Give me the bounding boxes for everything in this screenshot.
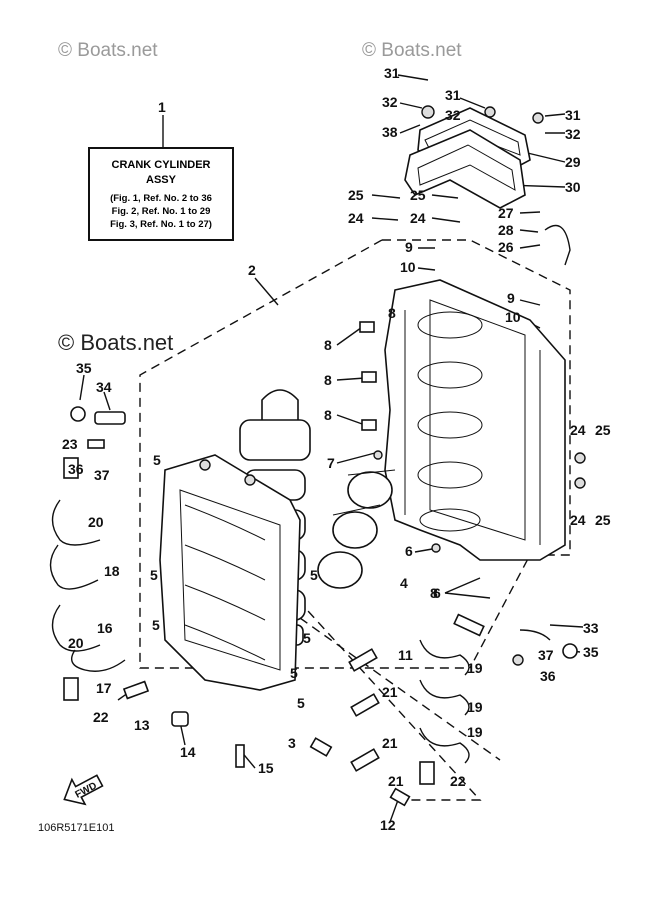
callout-31: 31 bbox=[445, 87, 461, 103]
callout-27: 27 bbox=[498, 205, 514, 221]
forward-label: FWD bbox=[74, 780, 99, 800]
crankcase bbox=[159, 454, 301, 691]
callout-5: 5 bbox=[290, 665, 298, 681]
callout-31: 31 bbox=[384, 65, 400, 81]
callout-7: 7 bbox=[327, 455, 335, 471]
callout-21: 21 bbox=[388, 773, 404, 789]
callout-25: 25 bbox=[410, 187, 426, 203]
callout-25: 25 bbox=[595, 422, 611, 438]
cylinder-block bbox=[384, 279, 566, 561]
callout-35: 35 bbox=[583, 644, 599, 660]
callout-30: 30 bbox=[565, 179, 581, 195]
assembly-subtitle: ASSY bbox=[146, 174, 176, 186]
callout-25: 25 bbox=[595, 512, 611, 528]
callout-4: 4 bbox=[400, 575, 408, 591]
assembly-refs: (Fig. 1, Ref. No. 2 to 36 Fig. 2, Ref. N… bbox=[90, 192, 232, 231]
callout-25: 25 bbox=[348, 187, 364, 203]
callout-5: 5 bbox=[153, 452, 161, 468]
callout-8: 8 bbox=[324, 407, 332, 423]
callout-24: 24 bbox=[348, 210, 364, 226]
callout-20: 20 bbox=[88, 514, 104, 530]
callout-26: 26 bbox=[498, 239, 514, 255]
callout-9: 9 bbox=[405, 239, 413, 255]
cylinder-head-cover bbox=[404, 105, 544, 209]
callout-33: 33 bbox=[583, 620, 599, 636]
callout-36: 36 bbox=[540, 668, 556, 684]
callout-35: 35 bbox=[76, 360, 92, 376]
callout-38: 38 bbox=[382, 124, 398, 140]
callout-24: 24 bbox=[570, 512, 586, 528]
callout-5: 5 bbox=[297, 695, 305, 711]
callout-6: 6 bbox=[433, 585, 441, 601]
callout-15: 15 bbox=[258, 760, 274, 776]
callout-5: 5 bbox=[310, 567, 318, 583]
callout-32: 32 bbox=[565, 126, 581, 142]
cylinder-sleeves bbox=[317, 469, 396, 589]
callout-1: 1 bbox=[158, 99, 166, 115]
callout-21: 21 bbox=[382, 735, 398, 751]
callout-17: 17 bbox=[96, 680, 112, 696]
callout-24: 24 bbox=[570, 422, 586, 438]
callout-37: 37 bbox=[94, 467, 110, 483]
callout-23: 23 bbox=[62, 436, 78, 452]
assembly-title: CRANK CYLINDER bbox=[111, 159, 211, 171]
callout-31: 31 bbox=[565, 107, 581, 123]
callout-34: 34 bbox=[96, 379, 112, 395]
callout-22: 22 bbox=[93, 709, 109, 725]
callout-11: 11 bbox=[398, 647, 413, 663]
callout-18: 18 bbox=[104, 563, 120, 579]
callout-12: 12 bbox=[380, 817, 396, 833]
assembly-info-box: CRANK CYLINDER ASSY (Fig. 1, Ref. No. 2 … bbox=[88, 147, 234, 241]
callout-14: 14 bbox=[180, 744, 196, 760]
callout-16: 16 bbox=[97, 620, 113, 636]
callout-8: 8 bbox=[324, 372, 332, 388]
callout-36: 36 bbox=[68, 461, 84, 477]
hoses-and-fittings bbox=[49, 224, 586, 807]
watermark-top-right: © Boats.net bbox=[362, 40, 462, 61]
watermark-top-left: © Boats.net bbox=[58, 40, 158, 61]
assembly-ref-line: (Fig. 1, Ref. No. 2 to 36 bbox=[110, 193, 212, 204]
callout-3: 3 bbox=[288, 735, 296, 751]
callout-10: 10 bbox=[400, 259, 416, 275]
callout-19: 19 bbox=[467, 724, 483, 740]
callout-32: 32 bbox=[445, 107, 461, 123]
callout-8: 8 bbox=[430, 585, 438, 601]
callout-5: 5 bbox=[303, 630, 311, 646]
callout-5: 5 bbox=[150, 567, 158, 583]
callout-22: 22 bbox=[450, 773, 466, 789]
callout-19: 19 bbox=[467, 699, 483, 715]
callout-6: 6 bbox=[405, 543, 413, 559]
callout-8: 8 bbox=[324, 337, 332, 353]
callout-21: 21 bbox=[382, 684, 398, 700]
callout-32: 32 bbox=[382, 94, 398, 110]
forward-direction-arrow: FWD bbox=[63, 774, 104, 806]
callout-29: 29 bbox=[565, 154, 581, 170]
callout-8-upper: 8 bbox=[388, 305, 396, 321]
callout-5: 5 bbox=[152, 617, 160, 633]
callout-labels: 1 2 3 4 5 5 5 5 5 5 5 6 6 7 8 8 8 8 8 9 … bbox=[62, 65, 611, 833]
callout-28: 28 bbox=[498, 222, 514, 238]
callout-24: 24 bbox=[410, 210, 426, 226]
drawing-code: 106R5171E101 bbox=[38, 822, 115, 834]
callout-20: 20 bbox=[68, 635, 84, 651]
callout-19: 19 bbox=[467, 660, 483, 676]
assembly-ref-line: Fig. 2, Ref. No. 1 to 29 bbox=[111, 206, 211, 217]
callout-10: 10 bbox=[505, 309, 521, 325]
callout-13: 13 bbox=[134, 717, 150, 733]
callout-9: 9 bbox=[507, 290, 515, 306]
assembly-ref-line: Fig. 3, Ref. No. 1 to 27) bbox=[110, 219, 212, 230]
callout-37: 37 bbox=[538, 647, 554, 663]
watermark-middle-left: © Boats.net bbox=[58, 330, 174, 355]
callout-2: 2 bbox=[248, 262, 256, 278]
